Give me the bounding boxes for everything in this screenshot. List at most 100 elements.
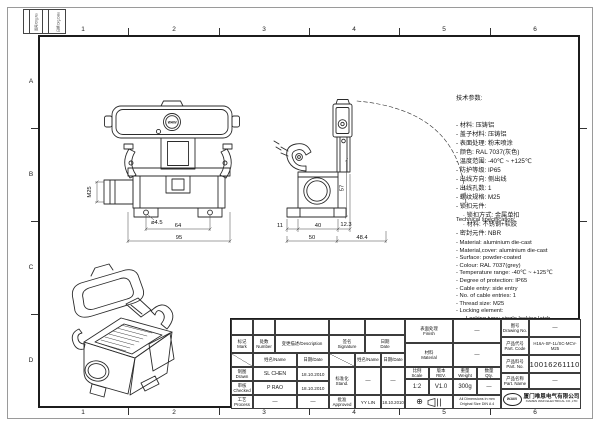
grid-col-label: 4 <box>352 409 356 416</box>
spec-line: - No. of cable entries: 1 <box>456 293 516 300</box>
field-part-no-value: 1100162611103 <box>529 355 581 373</box>
field-process-name: — <box>253 395 297 409</box>
company-name-en: XIAMEN WAIN ELECTRICAL CO.,LTD <box>525 399 578 404</box>
corner-box: 图号/Drg.No 日期 Drg.Date <box>23 9 66 34</box>
rev-sub-name2: 姓名/Name <box>355 353 381 367</box>
field-scale-value: 1:2 <box>405 379 429 395</box>
grid-tick <box>580 128 587 129</box>
field-rev-value: V1.0 <box>429 379 453 395</box>
title-block: 标记 Mark 处数 Number 变更描述/Description 签名 Si… <box>230 318 581 409</box>
dim-11: 11 <box>277 223 283 229</box>
spec-lines-cn: - 材料: 压铸铝- 盖子材料: 压铸铝- 表面处理: 粉末喷涂- 颜色: RA… <box>456 121 532 238</box>
dim-50: 50 <box>309 235 315 241</box>
corner-cell-1: 图号/Drg.No <box>30 10 43 33</box>
grid-tick <box>31 128 38 129</box>
wain-logo-front-view: WAIN <box>168 121 177 125</box>
dim-48-4: 48.4 <box>356 235 368 241</box>
field-checked-date: 18.10.2010 <box>297 381 329 395</box>
spec-line: · 材料: 不锈钢+软胶 <box>456 221 518 228</box>
grid-tick <box>309 408 310 415</box>
spec-line: - 防护等级: IP65 <box>456 167 501 174</box>
spec-line: · 锁扣方式: 金属单扣 <box>456 212 520 219</box>
grid-row-label: C <box>28 264 34 271</box>
rev-sub-name: 姓名/Name <box>253 353 297 367</box>
field-weight-label: 重量 Weight <box>453 367 477 379</box>
spec-line: - 出线方向: 侧出线 <box>456 176 507 183</box>
sheet-outer-border <box>7 7 593 419</box>
grid-tick <box>399 408 400 415</box>
grid-col-label: 4 <box>352 26 356 33</box>
rev-diagonal-cell <box>329 353 355 367</box>
dim-thread: M25 <box>87 186 93 197</box>
spec-line: - Colour: RAL 7037(grey) <box>456 262 521 269</box>
spec-line: - 锁扣元件: <box>456 203 487 210</box>
field-drawing-no-value: — <box>529 319 581 337</box>
field-stand-date: — <box>381 367 405 395</box>
company-cell: WAIN 厦门唯恩电气有限公司 XIAMEN WAIN ELECTRICAL C… <box>501 389 581 409</box>
dim-57: 57 <box>340 185 346 191</box>
rev-sub-date2: 日期/Date <box>381 353 405 367</box>
grid-col-label: 2 <box>172 26 176 33</box>
grid-tick <box>580 221 587 222</box>
grid-row-label: A <box>28 78 34 85</box>
first-angle-projection-icon <box>427 397 441 407</box>
spec-line: - 温度范围: -40℃ ~ +125℃ <box>456 158 532 165</box>
corner-cell-blank2 <box>43 10 49 33</box>
field-approved-name: YY LIN <box>355 395 381 409</box>
grid-col-label: 6 <box>533 26 537 33</box>
field-part-no-label: 产品料号 Part. No. <box>501 355 529 373</box>
spec-line: - 材料: 压铸铝 <box>456 122 495 129</box>
field-drawing-no-label: 图号 Drawing No. <box>501 319 529 337</box>
grid-tick <box>128 408 129 415</box>
grid-tick <box>219 28 220 35</box>
rev-empty-cell <box>231 319 253 335</box>
spec-line: - Thread size: M25 <box>456 300 505 307</box>
field-process-label: 工艺 Process <box>231 395 253 409</box>
dim-hole: ⌀4.5 <box>151 220 163 226</box>
spec-block-cn: 技术参数: - 材料: 压铸铝- 盖子材料: 压铸铝- 表面处理: 粉末喷涂- … <box>456 76 532 256</box>
spec-line: - 螺纹规格: M25 <box>456 194 501 201</box>
field-stand-label: 标准化 Stand. <box>329 367 355 395</box>
side-view-dimensions: 11 40 12.3 50 48.4 57 <box>277 158 388 243</box>
spec-line: - 盖子材料: 压铸铝 <box>456 131 507 138</box>
field-rev-label: 版本 REV. <box>429 367 453 379</box>
grid-col-label: 5 <box>442 26 446 33</box>
grid-tick <box>31 221 38 222</box>
field-material-value: — <box>453 343 501 367</box>
company-name-cn: 厦门唯恩电气有限公司 <box>523 394 580 401</box>
grid-tick <box>490 408 491 415</box>
field-checked-label: 审核 Checked <box>231 381 253 395</box>
rev-sub-date: 日期/Date <box>297 353 329 367</box>
rev-header-date: 日期 Date <box>365 335 405 353</box>
field-approved-date: 18.10.2010 <box>381 395 405 409</box>
grid-col-label: 1 <box>81 26 85 33</box>
spec-line: - Degree of protection: IP65 <box>456 277 528 284</box>
grid-row-label: D <box>28 357 34 364</box>
spec-line: - Locking element: <box>456 308 504 315</box>
spec-line: - Material,cover: aluminium die-cast <box>456 247 548 254</box>
field-scale-label: 比例 Scale <box>405 367 429 379</box>
spec-line: - Temperature range: -40℃ ~ +125℃ <box>456 270 553 277</box>
note-line-1: All Dimensions in mm <box>459 397 495 402</box>
grid-tick <box>128 28 129 35</box>
side-view <box>273 99 467 218</box>
grid-col-label: 1 <box>81 409 85 416</box>
rev-empty-cell <box>365 319 405 335</box>
field-material-label: 材料 Material <box>405 343 453 367</box>
dim-pitch: 64 <box>175 223 182 229</box>
datum-target-icon: ⊕ <box>416 397 423 406</box>
grid-tick <box>219 408 220 415</box>
field-part-code-value: H16A-SF-1L/SC-MCV-M25 <box>529 337 581 355</box>
isometric-view <box>71 263 175 398</box>
field-drawn-label: 制图 Drawn <box>231 367 253 381</box>
field-drawn-name: SL CHEN <box>253 367 297 381</box>
field-weight-value: 300g <box>453 379 477 395</box>
field-stand-name: — <box>355 367 381 395</box>
field-finish-label: 表面处理 Finish <box>405 319 453 343</box>
spec-line: - Cable entry: side entry <box>456 285 518 292</box>
dimension-note-cell: All Dimensions in mm Original Size DIN A… <box>453 395 501 409</box>
grid-col-label: 6 <box>533 409 537 416</box>
field-approved-label: 批准 Approved <box>329 395 355 409</box>
